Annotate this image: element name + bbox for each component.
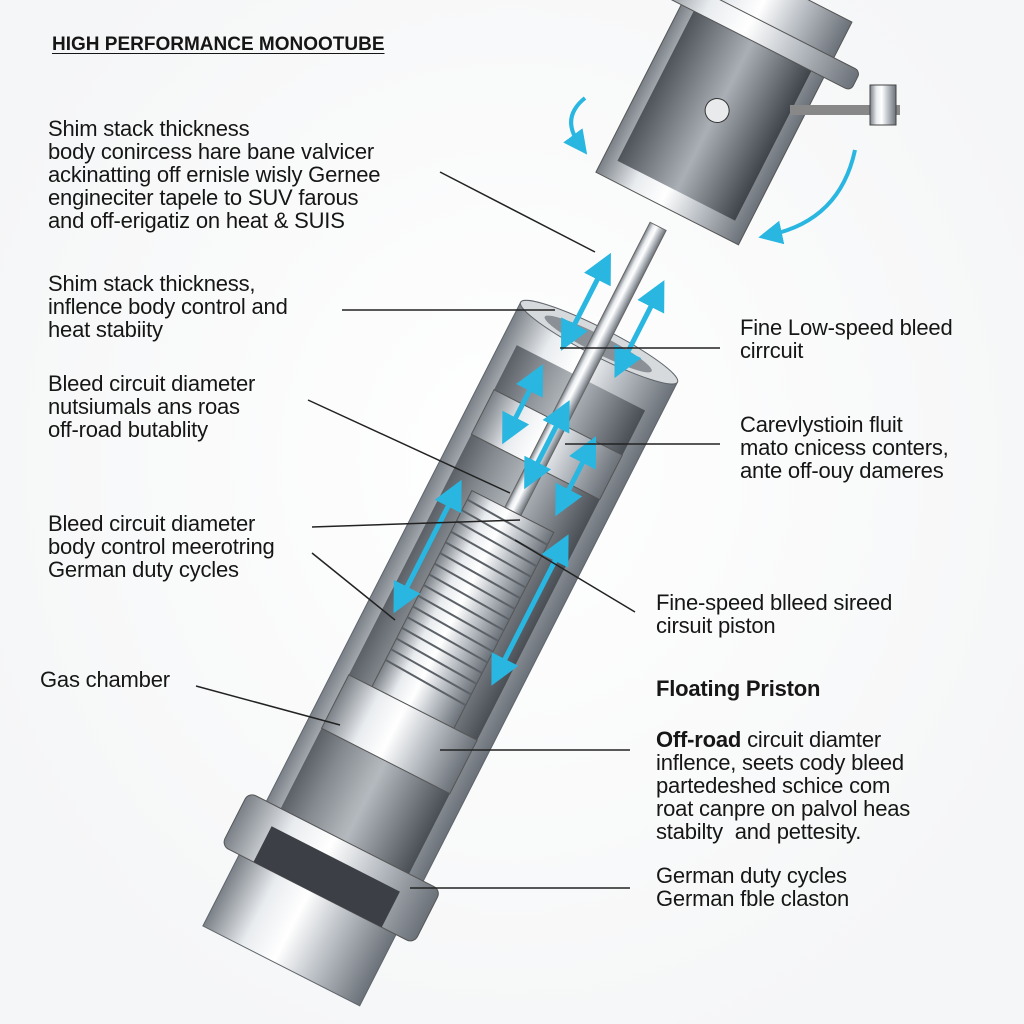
callout-piston: Fine-speed blleed sireed cirsuit piston: [656, 590, 893, 638]
flow-arrows: [393, 252, 665, 686]
mount-bolt: [790, 84, 900, 126]
callout-duty-cycles: German duty cycles German fble claston: [656, 863, 850, 911]
callout-gas-chamber: Gas chamber: [40, 667, 170, 692]
callout-low-speed-bleed: Fine Low-speed bleed cirrcuit: [740, 315, 953, 363]
callout-shim-stack-1: Shim stack thickness body conircess hare…: [48, 116, 381, 233]
diagram-title: HIGH PERFORMANCE MONOOTUBE: [52, 34, 385, 55]
rotation-arrows: [563, 96, 857, 245]
callout-floating-piston-desc: Off-road circuit diamter inflence, seets…: [656, 727, 911, 844]
floating-piston: [320, 674, 478, 795]
callout-bleed-circuit-2: Bleed circuit diameter body control meer…: [48, 511, 275, 582]
callout-shim-stack-2: Shim stack thickness, inflence body cont…: [48, 271, 288, 342]
callout-fluid: Carevlystioin fluit mato cnicess conters…: [740, 412, 949, 483]
callout-bleed-circuit-1: Bleed circuit diameter nutsiumals ans ro…: [48, 371, 256, 442]
callout-floating-piston-heading: Floating Priston: [656, 676, 821, 701]
leader-lines: [195, 171, 720, 889]
